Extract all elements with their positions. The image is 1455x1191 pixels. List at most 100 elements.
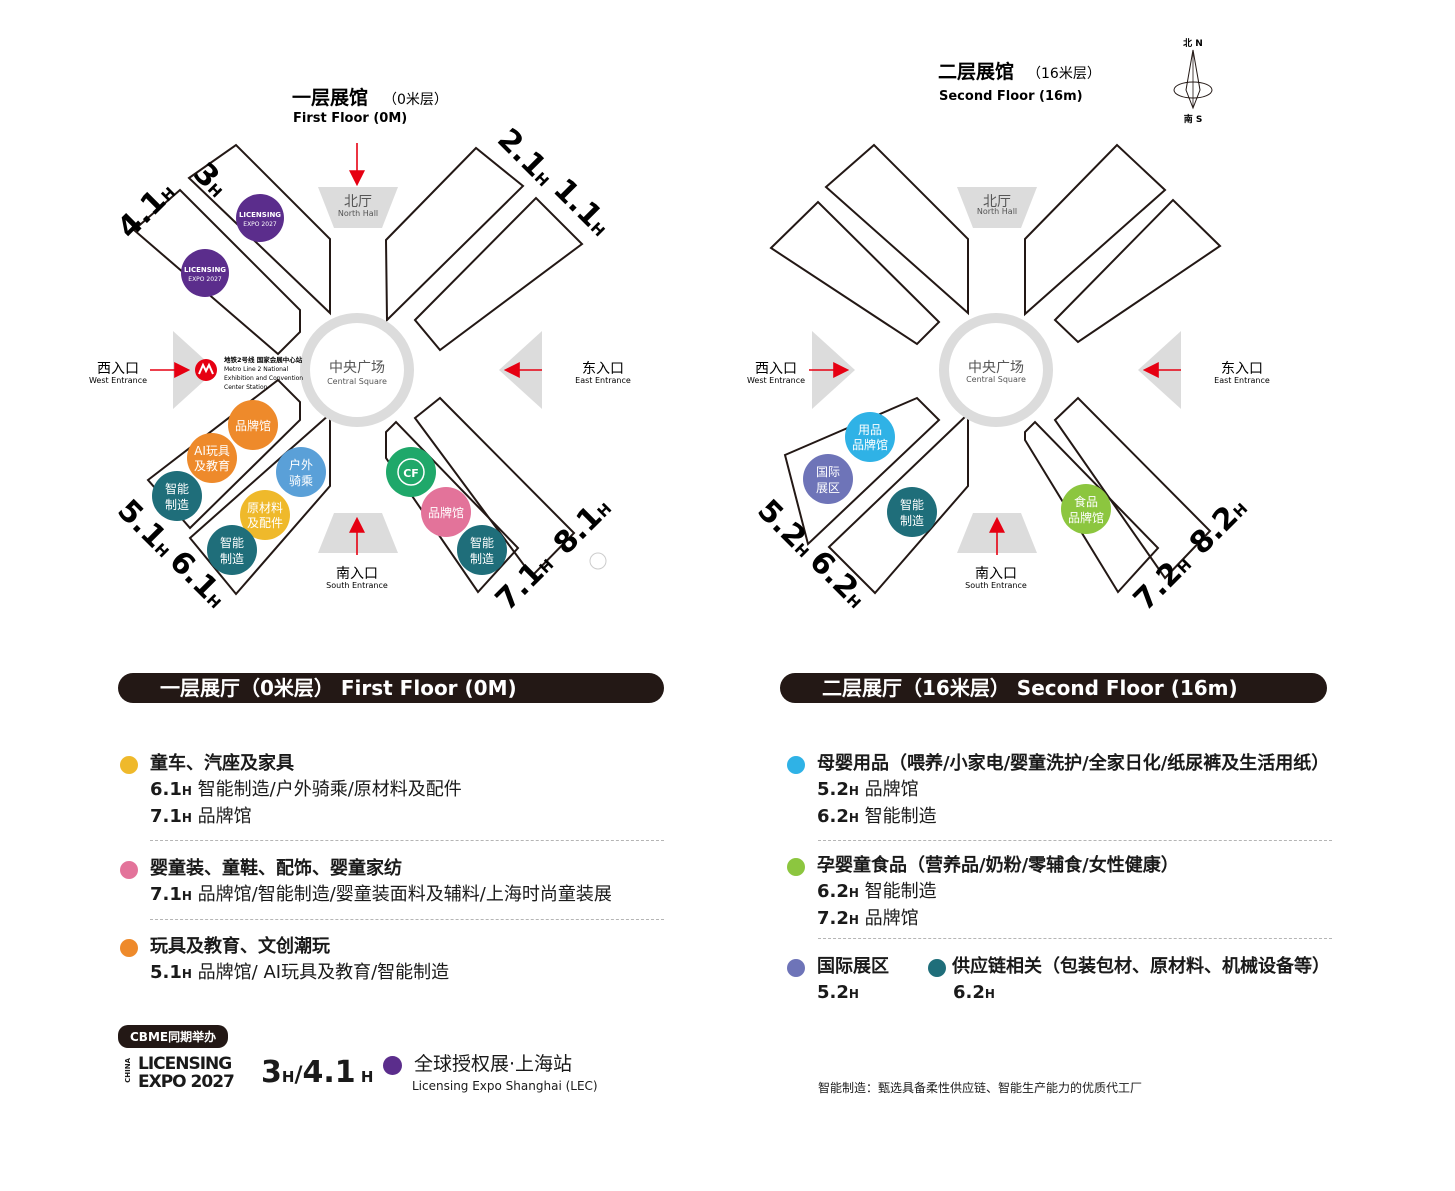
cbme-badge: CBME同期举办 <box>118 1025 229 1048</box>
west-entrance-en: West Entrance <box>89 376 147 385</box>
second-floor-bar: 二层展厅（16米层） Second Floor (16m) <box>780 673 1327 703</box>
zone-supplies-5-2: 用品 品牌馆 <box>845 412 895 462</box>
divider <box>150 919 664 920</box>
south-entrance-label-2: 南入口 <box>975 566 1017 582</box>
first-floor-map: 一层展馆 （0米层） First Floor (0M) 北厅 North Hal… <box>89 86 631 618</box>
legend-title: 母婴用品（喂养/小家电/婴童洗护/全家日化/纸尿裤及生活用纸） <box>817 753 1330 774</box>
hall-label-6-2: 6.2H <box>802 544 873 615</box>
metro-en-2: Exhibition and Convention <box>224 375 303 382</box>
east-entrance-label: 东入口 <box>582 361 624 377</box>
north-hall-label: 北厅 <box>344 194 372 210</box>
east-entrance-en: East Entrance <box>575 376 631 385</box>
legend-left-3: 玩具及教育、文创潮玩 5.1H 品牌馆/ AI玩具及教育/智能制造 <box>120 932 449 987</box>
svg-text:EXPO 2027: EXPO 2027 <box>188 276 222 283</box>
north-hall-en: North Hall <box>338 209 378 218</box>
metro-label: 地铁2号线 国家会展中心站 <box>224 355 303 364</box>
zone-smart-6-1: 智能 制造 <box>207 525 257 575</box>
svg-text:智能: 智能 <box>470 535 494 550</box>
legend-supply: 供应链相关（包装包材、原材料、机械设备等） 6.2H <box>928 952 1330 1007</box>
svg-text:国际: 国际 <box>816 465 840 479</box>
svg-text:智能: 智能 <box>900 497 924 512</box>
zone-ai-toys-5-1: AI玩具 及教育 <box>187 433 237 483</box>
svg-text:制造: 制造 <box>900 514 924 528</box>
legend-left-2: 婴童装、童鞋、配饰、婴童家纺 7.1H 品牌馆/智能制造/婴童装面料及辅料/上海… <box>120 854 612 909</box>
legend-dot-purple <box>383 1056 402 1075</box>
floor2-title: 二层展馆 <box>938 60 1014 83</box>
legend-title: 婴童装、童鞋、配饰、婴童家纺 <box>150 858 402 879</box>
floor1-title-sub: （0米层） <box>383 92 448 108</box>
zone-food-7-2: 食品 品牌馆 <box>1061 484 1111 534</box>
hall-label-1-1: 1.1H <box>546 172 617 243</box>
svg-text:展区: 展区 <box>816 481 840 495</box>
licensing-halls: 3H/4.1 H <box>261 1055 374 1090</box>
floor1-title: 一层展馆 <box>292 86 368 109</box>
legend-dot-yellow <box>120 755 138 774</box>
svg-text:南 S: 南 S <box>1184 113 1203 125</box>
west-entrance-en-2: West Entrance <box>747 376 805 385</box>
legend-dot-pink <box>120 860 138 879</box>
svg-text:LICENSING: LICENSING <box>239 211 281 219</box>
north-hall-label-2: 北厅 <box>983 194 1011 210</box>
south-entrance-en-2: South Entrance <box>965 581 1027 590</box>
divider <box>818 938 1332 939</box>
svg-text:及教育: 及教育 <box>194 458 230 473</box>
licensing-subtitle: Licensing Expo Shanghai (LEC) <box>412 1079 598 1093</box>
hall-7-1 <box>385 420 520 594</box>
legend-dot-orange <box>120 938 138 957</box>
north-hall-en-2: North Hall <box>977 207 1017 216</box>
hall-8-1 <box>413 396 576 578</box>
zone-smart-5-1: 智能 制造 <box>152 471 202 521</box>
legend-dot-green <box>787 857 805 876</box>
floor2-title-en: Second Floor (16m) <box>939 89 1083 104</box>
svg-text:品牌馆: 品牌馆 <box>852 437 888 452</box>
licensing-expo-logo: CHINA LICENSING EXPO 2027 <box>124 1054 235 1092</box>
west-entrance-label-2: 西入口 <box>755 361 797 377</box>
west-entrance-shape <box>173 331 216 409</box>
svg-text:EXPO 2027: EXPO 2027 <box>243 221 277 228</box>
legend-title: 国际展区 <box>817 956 889 977</box>
zone-brand-5-1: 品牌馆 <box>228 400 278 450</box>
hall-label-4-1: 4.1H <box>111 174 182 245</box>
svg-text:AI玩具: AI玩具 <box>194 444 230 458</box>
metro-en-1: Metro Line 2 National <box>224 366 289 373</box>
svg-text:制造: 制造 <box>165 498 189 512</box>
zone-smart-6-2: 智能 制造 <box>887 487 937 537</box>
south-entrance-label: 南入口 <box>336 566 378 582</box>
east-entrance-label-2: 东入口 <box>1221 361 1263 377</box>
hall-3 <box>187 143 331 316</box>
divider <box>818 840 1332 841</box>
zone-intl-5-2: 国际 展区 <box>803 454 853 504</box>
small-circle-marker <box>589 552 607 570</box>
legend-right-1: 母婴用品（喂养/小家电/婴童洗护/全家日化/纸尿裤及生活用纸） 5.2H 品牌馆… <box>787 749 1329 831</box>
compass-icon: 北 N 南 S <box>1173 37 1213 125</box>
hall-3-2f <box>824 143 969 316</box>
legend-title: 供应链相关（包装包材、原材料、机械设备等） <box>952 956 1330 977</box>
svg-text:制造: 制造 <box>220 552 244 566</box>
south-entrance-en: South Entrance <box>326 581 388 590</box>
svg-text:智能: 智能 <box>165 481 189 496</box>
hall-label-5-2: 5.2H <box>750 493 821 564</box>
svg-text:及配件: 及配件 <box>247 516 283 530</box>
second-floor-map: 二层展馆 （16米层） Second Floor (16m) 北 N 南 S 北… <box>747 37 1270 618</box>
svg-text:食品: 食品 <box>1074 494 1098 509</box>
licensing-logo-hall-3: LICENSING EXPO 2027 <box>236 194 284 242</box>
central-square-label: 中央广场 <box>329 360 385 376</box>
svg-text:骑乘: 骑乘 <box>289 474 313 488</box>
zone-raw-6-1: 原材料 及配件 <box>240 490 290 540</box>
zone-brand-7-1: 品牌馆 <box>421 487 471 537</box>
hall-1-1 <box>413 196 584 352</box>
hall-label-2-1: 2.1H <box>490 122 561 193</box>
svg-text:原材料: 原材料 <box>247 501 283 515</box>
central-square-en: Central Square <box>327 377 387 386</box>
footnote: 智能制造：甄选具备柔性供应链、智能生产能力的优质代工厂 <box>818 1081 1143 1095</box>
svg-text:CF: CF <box>403 467 419 480</box>
hall-8-2 <box>1053 396 1212 580</box>
svg-text:智能: 智能 <box>220 535 244 550</box>
legend-title: 童车、汽座及家具 <box>150 753 294 774</box>
east-entrance-en-2: East Entrance <box>1214 376 1270 385</box>
central-square-ring-2 <box>939 313 1053 427</box>
west-entrance-label: 西入口 <box>97 361 139 377</box>
hall-label-7-2: 7.2H <box>1127 546 1198 617</box>
zone-smart-7-1: 智能 制造 <box>457 525 507 575</box>
floor1-title-en: First Floor (0M) <box>293 111 407 126</box>
